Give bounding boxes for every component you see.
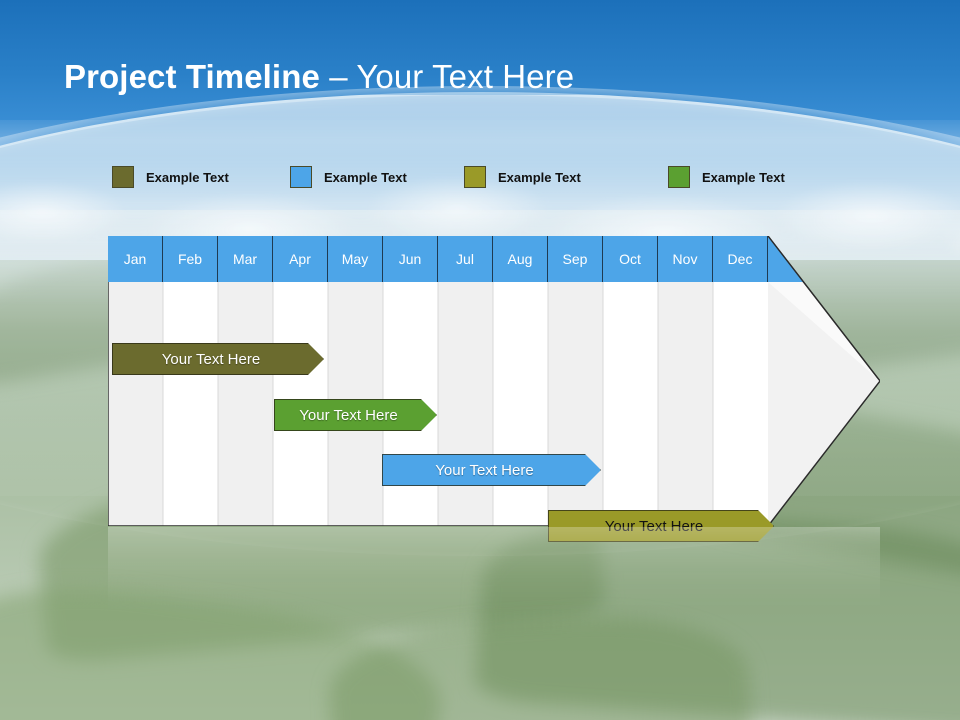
task-bar-label: Your Text Here	[161, 350, 261, 368]
timeline-column-stripe	[163, 282, 218, 526]
month-label: Sep	[562, 251, 588, 267]
legend-item: Example Text	[290, 166, 407, 188]
legend-color-swatch	[668, 166, 690, 188]
legend-label: Example Text	[498, 169, 581, 185]
timeline-month-header-aug[interactable]: Aug	[493, 236, 548, 282]
legend-item: Example Text	[668, 166, 785, 188]
legend-color-swatch	[290, 166, 312, 188]
task-bar-label: Your Text Here	[435, 461, 534, 479]
month-label: Jun	[398, 251, 422, 267]
timeline-month-header-may[interactable]: May	[328, 236, 383, 282]
timeline-month-header-jun[interactable]: Jun	[383, 236, 438, 282]
timeline-column-stripe	[493, 282, 548, 526]
legend-item: Example Text	[464, 166, 581, 188]
timeline-column-stripe	[108, 282, 163, 526]
timeline-column-stripe	[438, 282, 493, 526]
legend-item: Example Text	[112, 166, 229, 188]
timeline-column-stripe	[603, 282, 658, 526]
timeline-month-header-sep[interactable]: Sep	[548, 236, 603, 282]
month-label: Jul	[456, 251, 474, 267]
month-label: Apr	[289, 251, 311, 267]
legend-color-swatch	[112, 166, 134, 188]
legend: Example Text Example Text Example Text Exam…	[112, 166, 832, 196]
page-title: Project Timeline – Your Text Here	[64, 58, 574, 96]
month-label: Dec	[727, 251, 753, 267]
timeline-month-header-dec[interactable]: Dec	[713, 236, 768, 282]
timeline-arrow-outline-top	[108, 236, 880, 526]
timeline-month-header-jan[interactable]: Jan	[108, 236, 163, 282]
timeline-arrow-head-fill	[768, 282, 880, 526]
timeline-arrow-outline	[108, 236, 880, 526]
month-label: Aug	[507, 251, 533, 267]
title-bold-part: Project Timeline	[64, 58, 320, 95]
timeline-task-bar[interactable]: Your Text Here	[112, 343, 324, 375]
timeline-task-bar[interactable]: Your Text Here	[274, 399, 437, 431]
timeline-column-stripe	[658, 282, 713, 526]
task-bar-label: Your Text Here	[299, 406, 398, 424]
timeline-month-header-jul[interactable]: Jul	[438, 236, 493, 282]
legend-label: Example Text	[324, 169, 407, 185]
month-label: Oct	[619, 251, 641, 267]
month-label: Feb	[177, 251, 203, 267]
month-label: May	[341, 251, 369, 267]
timeline-reflection	[108, 527, 880, 623]
timeline-column-stripe	[218, 282, 273, 526]
month-label: Jan	[123, 251, 147, 267]
timeline-task-bar[interactable]: Your Text Here	[382, 454, 601, 486]
timeline-month-header-nov[interactable]: Nov	[658, 236, 713, 282]
timeline-column-stripe	[548, 282, 603, 526]
legend-label: Example Text	[702, 169, 785, 185]
timeline-month-header-oct[interactable]: Oct	[603, 236, 658, 282]
title-light-part: – Your Text Here	[319, 58, 575, 95]
timeline-month-header-feb[interactable]: Feb	[163, 236, 218, 282]
month-label: Mar	[232, 251, 258, 267]
timeline-column-stripe	[713, 282, 768, 526]
legend-label: Example Text	[146, 169, 229, 185]
timeline-month-header-apr[interactable]: Apr	[273, 236, 328, 282]
month-label: Nov	[672, 251, 698, 267]
legend-color-swatch	[464, 166, 486, 188]
timeline-month-header-mar[interactable]: Mar	[218, 236, 273, 282]
